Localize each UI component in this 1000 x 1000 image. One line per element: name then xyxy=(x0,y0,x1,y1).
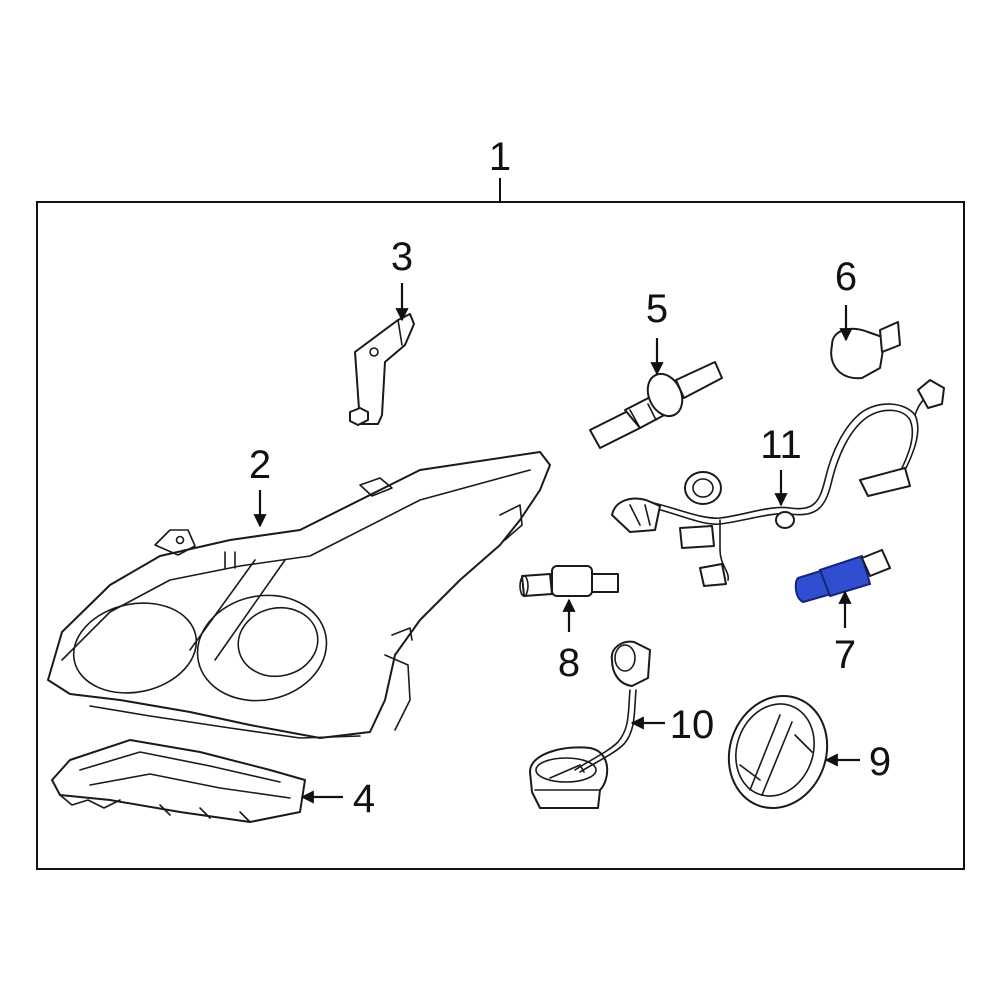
callout-10: 10 xyxy=(670,703,715,747)
callout-3: 3 xyxy=(391,235,413,279)
headlight-bulb[interactable] xyxy=(589,361,723,449)
callout-5: 5 xyxy=(646,287,668,331)
mounting-bracket[interactable] xyxy=(349,313,415,426)
bulb-socket[interactable] xyxy=(519,565,619,597)
callout-2: 2 xyxy=(249,443,271,487)
callout-7: 7 xyxy=(834,633,856,677)
callout-4: 4 xyxy=(353,777,375,821)
callout-1: 1 xyxy=(489,135,511,179)
side-marker-bulb[interactable] xyxy=(830,321,901,380)
wiring-harness[interactable] xyxy=(611,379,945,587)
dust-cover-cap[interactable] xyxy=(713,682,842,822)
callout-6: 6 xyxy=(835,255,857,299)
igniter-socket[interactable] xyxy=(529,640,651,809)
highlighted-bulb-base xyxy=(818,554,872,598)
highlighted-bulb[interactable] xyxy=(794,548,892,604)
callout-11: 11 xyxy=(760,423,802,467)
headlamp-housing[interactable] xyxy=(47,451,551,739)
callout-8: 8 xyxy=(558,641,580,685)
lower-trim-piece[interactable] xyxy=(51,739,306,823)
callout-9: 9 xyxy=(869,740,891,784)
